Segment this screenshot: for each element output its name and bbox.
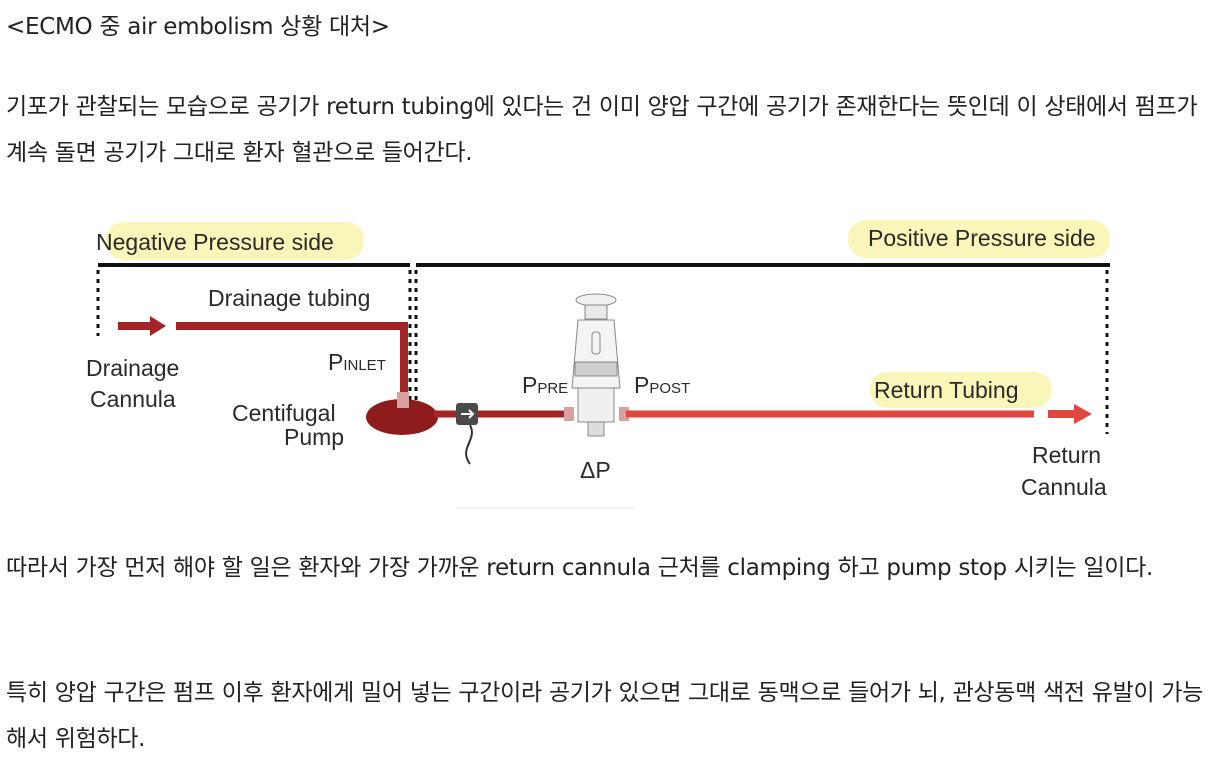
highlight-positive bbox=[848, 220, 1110, 258]
p-inlet-label: PINLET bbox=[328, 349, 386, 375]
pump-outlet-connector bbox=[397, 392, 409, 408]
ecmo-circuit-diagram: Negative Pressure side Positive Pressure… bbox=[86, 220, 1110, 509]
return-cannula-label-2: Cannula bbox=[1021, 474, 1107, 500]
return-arrow-icon bbox=[1048, 404, 1092, 424]
return-cannula-label-1: Return bbox=[1032, 442, 1101, 468]
flow-sensor-cable bbox=[465, 424, 473, 465]
pump-label-1: Centifugal bbox=[232, 400, 336, 426]
drainage-tubing bbox=[176, 322, 408, 404]
oxygenator bbox=[564, 293, 629, 437]
centrifugal-pump bbox=[366, 399, 438, 435]
drainage-cannula-label-1: Drainage bbox=[86, 355, 179, 381]
paragraph-clamp-and-stop: 따라서 가장 먼저 해야 할 일은 환자와 가장 가까운 return cann… bbox=[6, 555, 1153, 581]
p-pre-label: PPRE bbox=[522, 372, 568, 398]
highlight-negative bbox=[106, 222, 364, 260]
return-tubing-label: Return Tubing bbox=[874, 377, 1018, 403]
drainage-cannula-label-2: Cannula bbox=[90, 386, 176, 412]
drainage-tubing-label: Drainage tubing bbox=[208, 285, 370, 311]
document-title: <ECMO 중 air embolism 상황 대처> bbox=[6, 14, 390, 40]
drainage-arrow-icon bbox=[118, 316, 166, 336]
delta-p-label: ΔP bbox=[580, 457, 611, 483]
pump-label-2: Pump bbox=[284, 424, 344, 450]
flow-sensor-arrow-icon bbox=[461, 409, 475, 419]
highlight-return bbox=[870, 372, 1052, 408]
p-post-label: PPOST bbox=[634, 372, 690, 398]
positive-pressure-label: Positive Pressure side bbox=[868, 225, 1096, 251]
paragraph-air-in-return-tubing: 기포가 관찰되는 모습으로 공기가 return tubing에 있다는 건 이… bbox=[6, 94, 1198, 166]
paragraph-positive-pressure-risk: 특히 양압 구간은 펌프 이후 환자에게 밀어 넣는 구간이라 공기가 있으면 … bbox=[6, 680, 1204, 752]
negative-pressure-label: Negative Pressure side bbox=[96, 229, 334, 255]
